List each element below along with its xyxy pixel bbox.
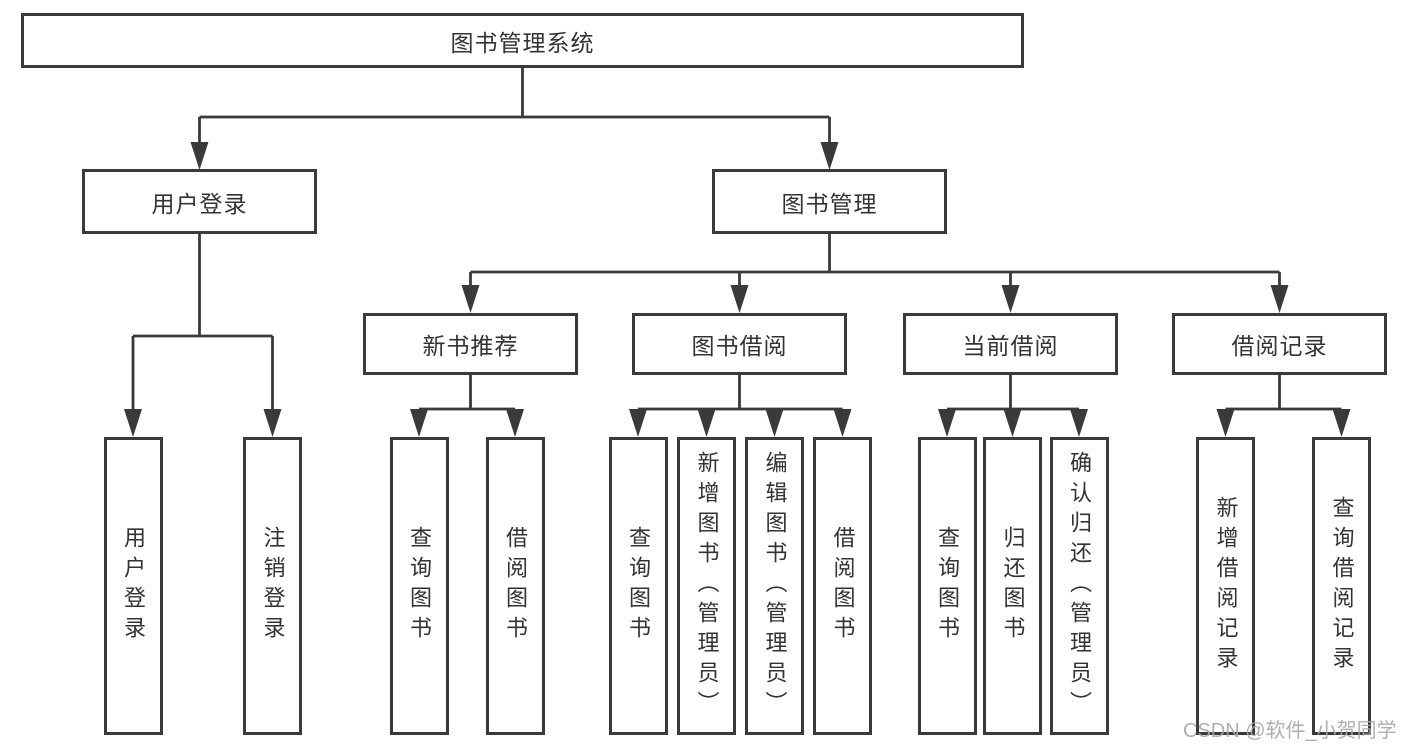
arrowhead-icon [1216, 409, 1235, 437]
arrowhead-icon [506, 409, 524, 437]
arrowhead-icon [461, 285, 480, 313]
node-root-library-system: 图书管理系统 [21, 13, 1024, 68]
arrowhead-icon [1270, 285, 1289, 313]
arrowhead-icon [938, 409, 956, 437]
leaf-borrow-books: 借阅图书 [813, 437, 872, 735]
leaf-edit-book-admin: 编辑图书（管理员） [745, 437, 804, 735]
node-user-login: 用户登录 [82, 169, 317, 234]
leaf-query-books-borrow: 查询图书 [608, 437, 668, 735]
arrowhead-icon [765, 409, 784, 437]
leaf-query-books-current: 查询图书 [917, 437, 977, 735]
leaf-query-borrow-record: 查询借阅记录 [1312, 437, 1371, 735]
arrowhead-icon [697, 409, 716, 437]
leaf-logout: 注销登录 [243, 437, 302, 735]
node-book-borrow: 图书借阅 [632, 313, 847, 375]
node-current-borrow: 当前借阅 [903, 313, 1118, 375]
leaf-borrow-books-recommend: 借阅图书 [485, 437, 545, 735]
arrowhead-icon [124, 409, 142, 437]
arrowhead-icon [410, 409, 428, 437]
leaf-add-book-admin: 新增图书（管理员） [677, 437, 736, 735]
arrowhead-icon [820, 142, 839, 170]
arrowhead-icon [263, 409, 282, 437]
arrowhead-icon [1003, 409, 1022, 437]
node-book-management: 图书管理 [712, 169, 947, 234]
arrowhead-icon [833, 409, 852, 437]
leaf-confirm-return-admin: 确认归还（管理员） [1049, 437, 1109, 735]
arrowhead-icon [1070, 409, 1088, 437]
arrowhead-icon [1001, 285, 1020, 313]
node-new-book-recommend: 新书推荐 [363, 313, 578, 375]
arrowhead-icon [629, 409, 647, 437]
csdn-watermark: CSDN @软件_小贺同学 [1183, 720, 1397, 742]
arrowhead-icon [730, 285, 749, 313]
arrowheads [124, 142, 1351, 437]
arrowhead-icon [1332, 409, 1351, 437]
leaf-add-borrow-record: 新增借阅记录 [1196, 437, 1255, 735]
leaf-user-login: 用户登录 [103, 437, 163, 735]
node-borrow-records: 借阅记录 [1172, 313, 1387, 375]
arrowhead-icon [190, 142, 209, 170]
leaf-return-book: 归还图书 [983, 437, 1042, 735]
leaf-query-books-recommend: 查询图书 [389, 437, 449, 735]
